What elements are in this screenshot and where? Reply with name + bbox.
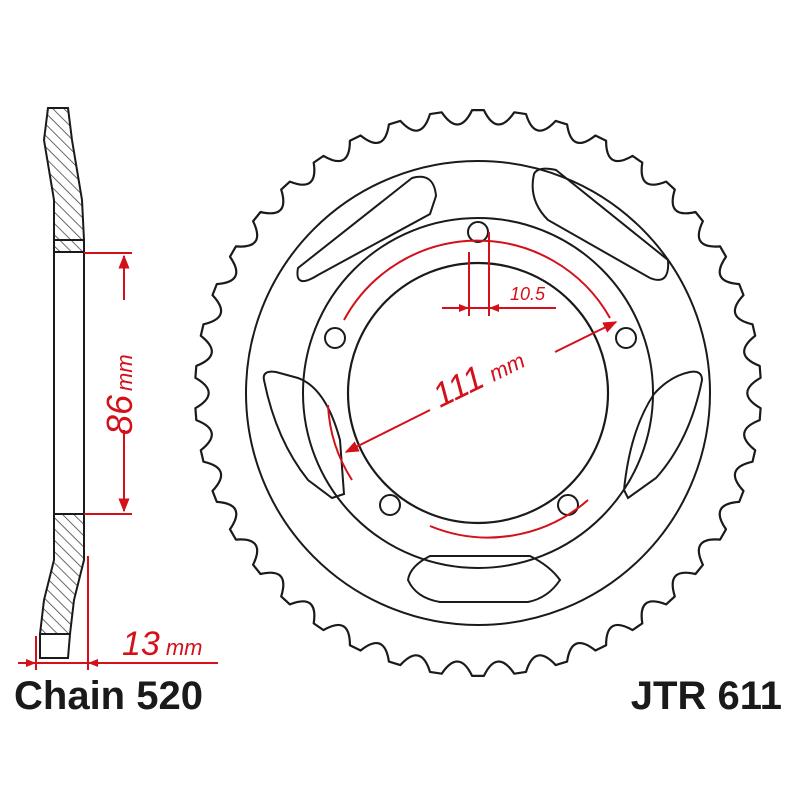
thickness-value: 13 xyxy=(122,625,160,663)
bolt-hole-value: 10.5 xyxy=(510,284,546,304)
svg-text:86mm: 86mm xyxy=(99,354,140,435)
center-bore xyxy=(346,261,610,525)
hub-ring-circle xyxy=(302,217,654,569)
lightening-window-top-left xyxy=(296,175,438,283)
lightening-window-right xyxy=(622,370,704,500)
bolt-hole-5 xyxy=(557,494,579,516)
pcd-value: 111 xyxy=(427,358,490,415)
pcd-dimension: 111mm xyxy=(327,239,618,539)
pcd-unit: mm xyxy=(485,348,529,387)
svg-text:111mm: 111mm xyxy=(427,339,530,415)
outer-rim-circle xyxy=(245,160,711,626)
profile-top-section xyxy=(42,107,86,241)
bolt-hole-3 xyxy=(615,327,637,349)
pcd-arc-top xyxy=(343,239,611,321)
bolt-hole-dimension: 10.5 xyxy=(442,232,556,316)
sprocket-teeth-outline xyxy=(194,109,762,677)
hub-diameter-unit: mm xyxy=(112,354,137,391)
sprocket-front-view xyxy=(194,109,762,677)
hub-diameter-dimension: 86mm xyxy=(84,252,140,515)
pcd-dim-line-left xyxy=(344,409,431,453)
lightening-window-left xyxy=(262,370,346,500)
profile-hub xyxy=(53,251,85,515)
bolt-hole-1 xyxy=(467,221,489,243)
side-profile xyxy=(38,107,86,659)
pcd-arc-left xyxy=(327,404,353,481)
lightening-window-top-right xyxy=(531,167,670,281)
profile-bottom-tip xyxy=(39,633,72,659)
profile-bottom-section xyxy=(38,513,85,635)
pcd-arc-bottom xyxy=(429,499,589,539)
bolt-hole-4 xyxy=(379,494,401,516)
part-number-label: JTR 611 xyxy=(630,674,782,718)
lightening-window-bottom xyxy=(406,555,562,603)
bolt-hole-2 xyxy=(324,327,346,349)
profile-top-band xyxy=(53,239,85,253)
hub-diameter-value: 86 xyxy=(99,394,140,435)
thickness-unit: mm xyxy=(166,635,203,660)
pcd-dim-line-right xyxy=(554,321,618,353)
chain-size-label: Chain 520 xyxy=(14,674,203,718)
